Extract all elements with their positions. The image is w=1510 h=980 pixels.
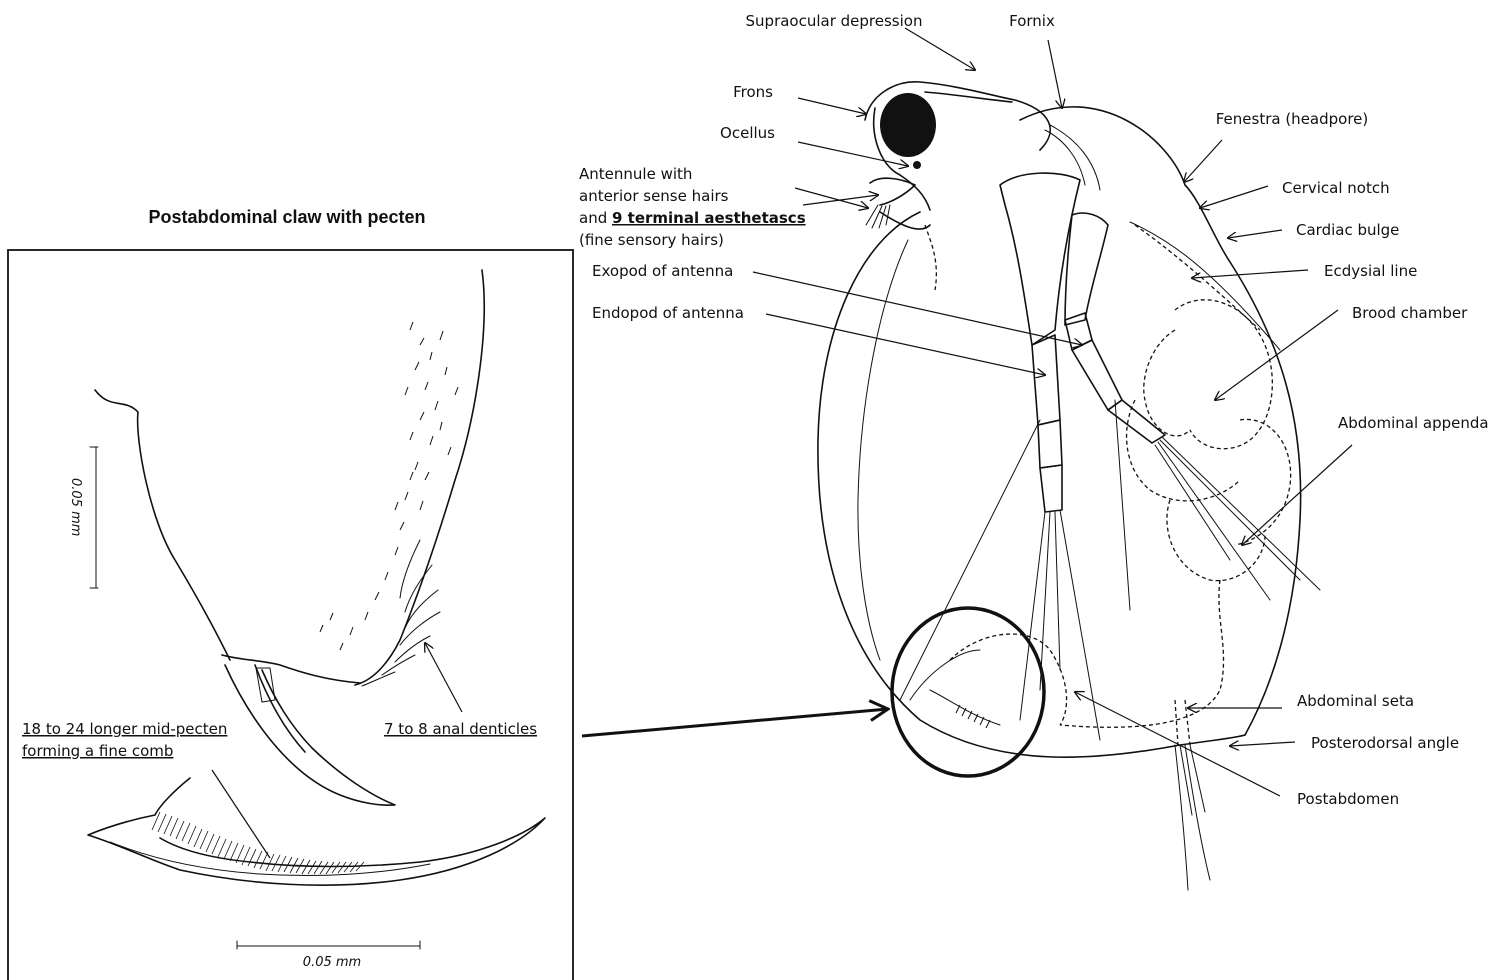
- inset-title: Postabdominal claw with pecten: [148, 207, 425, 227]
- label-cervical-notch: Cervical notch: [1282, 179, 1390, 197]
- label-mid-pecten-line1: 18 to 24 longer mid-pecten: [22, 720, 227, 738]
- magnify-arrow: [582, 709, 888, 736]
- inset-panel: Postabdominal claw with pecten 0.05 mm: [8, 207, 573, 980]
- ocellus-dot: [913, 161, 921, 169]
- leader-mid-pecten: [212, 770, 270, 858]
- claw-with-pecten-drawing: [88, 778, 545, 885]
- label-cardiac-bulge: Cardiac bulge: [1296, 221, 1399, 239]
- daphnia-drawing: [818, 82, 1320, 890]
- label-frons: Frons: [733, 83, 773, 101]
- zoom-circle: [892, 608, 1044, 776]
- label-posterodorsal-angle: Posterodorsal angle: [1311, 734, 1459, 752]
- label-antennule-line3-underlined: 9 terminal aesthetascs: [612, 209, 806, 227]
- label-antennule-line3: and 9 terminal aesthetascs: [579, 209, 806, 227]
- label-antennule-line3-prefix: and: [579, 209, 612, 227]
- horizontal-scale-label: 0.05 mm: [303, 955, 361, 970]
- vertical-scale-bar: 0.05 mm: [68, 447, 98, 588]
- label-postabdomen: Postabdomen: [1297, 790, 1399, 808]
- label-brood-chamber: Brood chamber: [1352, 304, 1468, 322]
- inset-frame: [8, 250, 573, 980]
- label-mid-pecten-line2: forming a fine comb: [22, 742, 173, 760]
- label-exopod: Exopod of antenna: [592, 262, 733, 280]
- label-antennule-line1: Antennule with: [579, 165, 692, 183]
- label-abdominal-appendage: Abdominal appenda: [1338, 414, 1489, 432]
- label-antennule-line4: (fine sensory hairs): [579, 231, 724, 249]
- label-antennule-line2: anterior sense hairs: [579, 187, 729, 205]
- label-supraocular-depression: Supraocular depression: [746, 12, 923, 30]
- label-ecdysial-line: Ecdysial line: [1324, 262, 1417, 280]
- leader-anal-denticles: [425, 643, 462, 712]
- label-anal-denticles: 7 to 8 anal denticles: [384, 720, 537, 738]
- compound-eye: [880, 93, 936, 157]
- label-fornix: Fornix: [1009, 12, 1055, 30]
- label-endopod: Endopod of antenna: [592, 304, 744, 322]
- label-fenestra: Fenestra (headpore): [1216, 110, 1369, 128]
- vertical-scale-label: 0.05 mm: [68, 478, 83, 536]
- label-ocellus: Ocellus: [720, 124, 775, 142]
- labels: Supraocular depression Fornix Frons Ocel…: [579, 12, 1489, 808]
- horizontal-scale-bar: 0.05 mm: [237, 941, 420, 970]
- label-abdominal-seta: Abdominal seta: [1297, 692, 1414, 710]
